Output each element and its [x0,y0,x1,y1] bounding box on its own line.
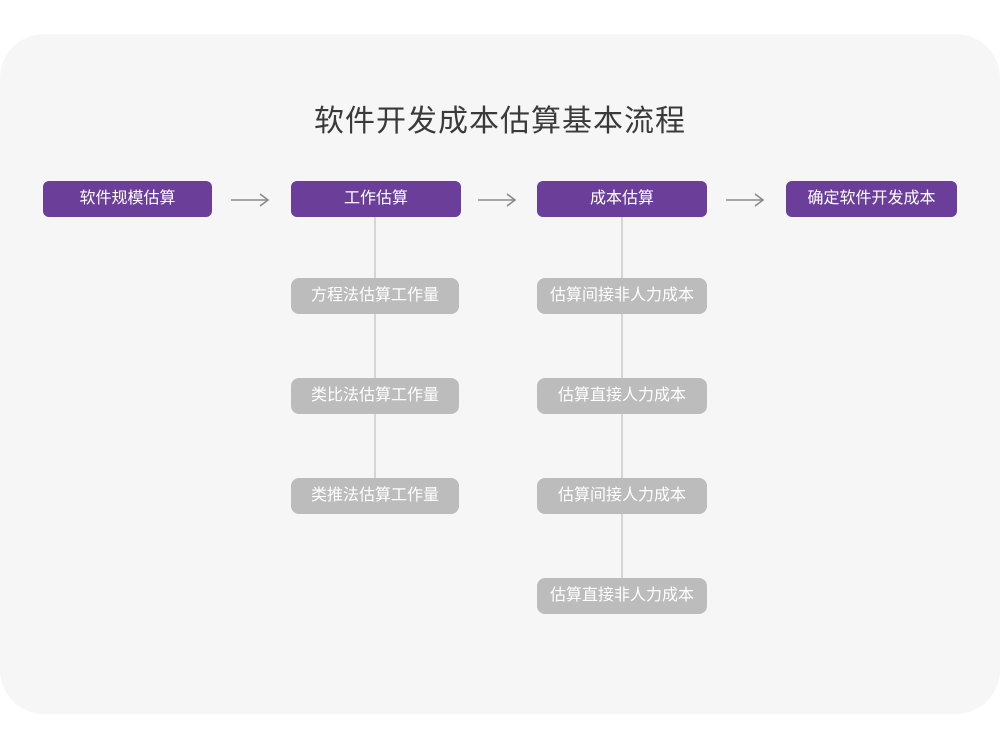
sub-node-indirect-labor-cost: 估算间接人力成本 [537,478,707,514]
flow-node-software-scale-estimation: 软件规模估算 [43,181,212,217]
flow-node-cost-estimation: 成本估算 [537,181,707,217]
sub-node-indirect-nonlabor-cost: 估算间接非人力成本 [537,278,707,314]
sub-node-direct-labor-cost: 估算直接人力成本 [537,378,707,414]
flow-node-determine-cost: 确定软件开发成本 [786,181,957,217]
right-arrow-icon [231,193,270,207]
sub-node-analogy-method: 类比法估算工作量 [291,378,459,414]
diagram-title: 软件开发成本估算基本流程 [314,105,686,138]
right-arrow-icon [726,193,765,207]
right-arrow-icon [478,193,517,207]
sub-node-equation-method: 方程法估算工作量 [291,278,459,314]
sub-node-direct-nonlabor-cost: 估算直接非人力成本 [537,578,707,614]
connector-line-work [374,217,376,496]
flow-node-work-estimation: 工作估算 [291,181,461,217]
diagram-card [0,34,1000,714]
sub-node-extrapolation-method: 类推法估算工作量 [291,478,459,514]
